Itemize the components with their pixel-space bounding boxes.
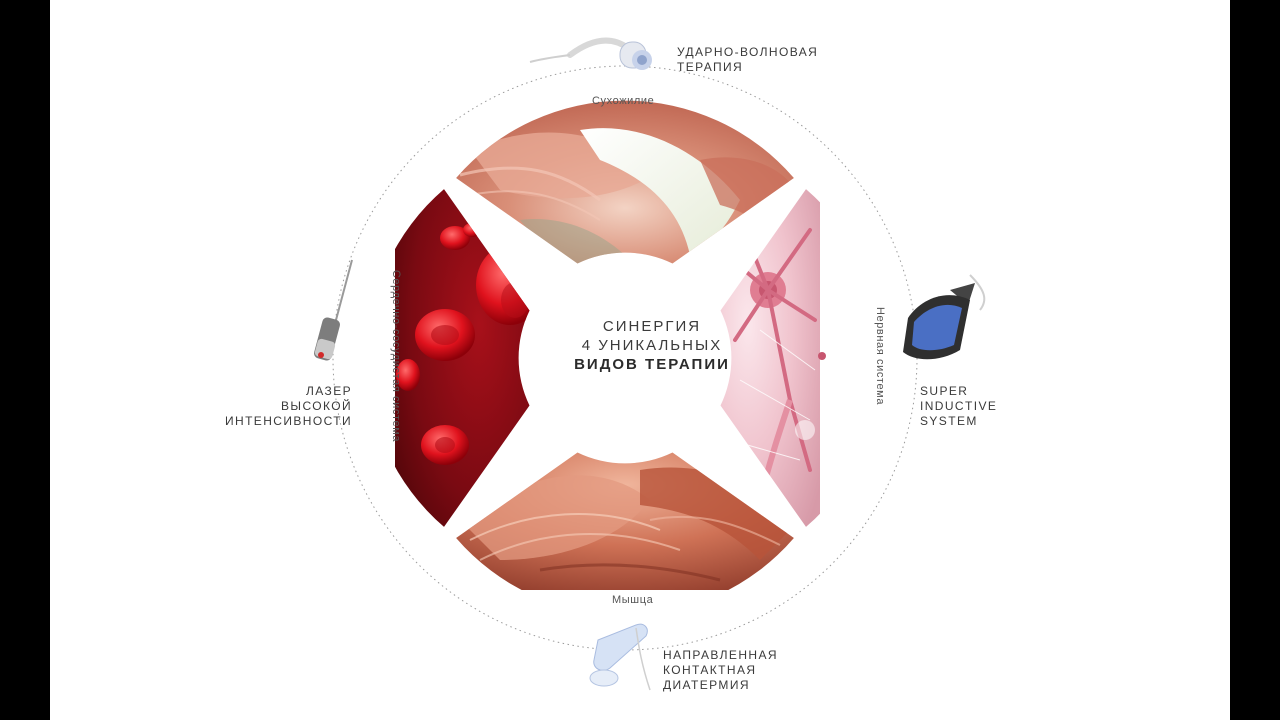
label-super-inductive-line-3: SYSTEM bbox=[920, 414, 978, 428]
label-super-inductive-line-1: SUPER bbox=[920, 384, 969, 398]
label-super-inductive-line-2: INDUCTIVE bbox=[920, 399, 998, 413]
laser-device-icon bbox=[313, 259, 353, 361]
segment-label-cardio: Сердечно-сосудистая система bbox=[390, 269, 402, 443]
segment-label-muscle: Мышца bbox=[612, 594, 654, 606]
center-title: СИНЕРГИЯ 4 УНИКАЛЬНЫХ ВИДОВ ТЕРАПИИ bbox=[507, 317, 797, 374]
label-laser-line-2: ВЫСОКОЙ bbox=[281, 399, 352, 413]
center-line-2: 4 УНИКАЛЬНЫХ bbox=[581, 337, 723, 354]
segment-muscle bbox=[456, 452, 794, 590]
center-line-3: ВИДОВ ТЕРАПИИ bbox=[574, 356, 730, 373]
label-laser: ЛАЗЕР ВЫСОКОЙ ИНТЕНСИВНОСТИ bbox=[222, 384, 352, 429]
label-shockwave-line-1: УДАРНО-ВОЛНОВАЯ bbox=[677, 45, 819, 59]
segment-label-tendon: Сухожилие bbox=[592, 95, 655, 107]
label-diathermy-line-3: ДИАТЕРМИЯ bbox=[663, 678, 750, 692]
label-diathermy-line-2: КОНТАКТНАЯ bbox=[663, 663, 757, 677]
label-diathermy-line-1: НАПРАВЛЕННАЯ bbox=[663, 648, 778, 662]
super-inductive-device-icon bbox=[903, 274, 986, 360]
diathermy-device-icon bbox=[589, 623, 651, 691]
label-laser-line-3: ИНТЕНСИВНОСТИ bbox=[224, 414, 352, 428]
shockwave-device-icon bbox=[529, 37, 652, 70]
segment-nerve bbox=[720, 189, 826, 527]
center-line-1: СИНЕРГИЯ bbox=[602, 318, 702, 335]
segment-tendon bbox=[456, 100, 794, 264]
diagram-stage: СИНЕРГИЯ 4 УНИКАЛЬНЫХ ВИДОВ ТЕРАПИИ Сухо… bbox=[50, 0, 1230, 720]
label-shockwave: УДАРНО-ВОЛНОВАЯ ТЕРАПИЯ bbox=[677, 45, 818, 75]
segment-label-nerve: Нервная система bbox=[874, 306, 886, 406]
label-super-inductive: SUPER INDUCTIVE SYSTEM bbox=[920, 384, 997, 429]
label-shockwave-line-2: ТЕРАПИЯ bbox=[677, 60, 744, 74]
label-diathermy: НАПРАВЛЕННАЯ КОНТАКТНАЯ ДИАТЕРМИЯ bbox=[663, 648, 778, 693]
therapy-wheel bbox=[313, 37, 986, 691]
label-laser-line-1: ЛАЗЕР bbox=[306, 384, 352, 398]
